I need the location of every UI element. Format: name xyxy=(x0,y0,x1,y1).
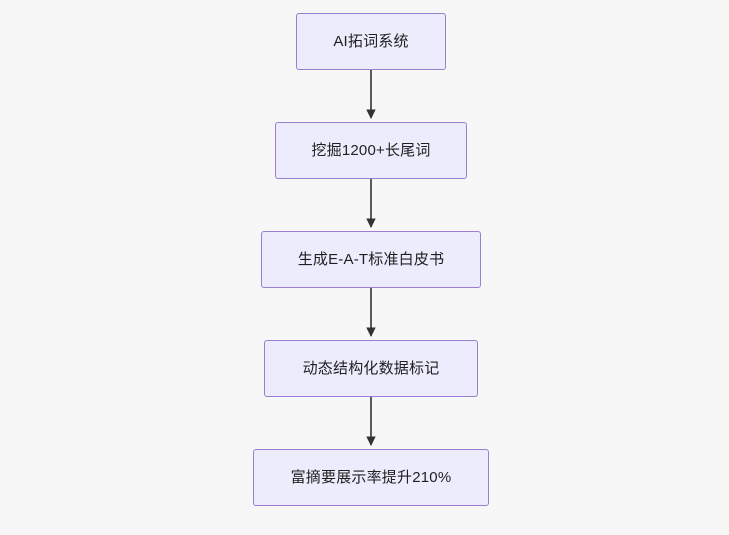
flow-node-label: AI拓词系统 xyxy=(333,33,409,50)
flow-node-rich-snippet-uplift[interactable]: 富摘要展示率提升210% xyxy=(253,449,489,506)
flow-node-label: 挖掘1200+长尾词 xyxy=(311,142,431,159)
flow-node-label: 富摘要展示率提升210% xyxy=(290,469,452,486)
flow-node-dynamic-structured-data[interactable]: 动态结构化数据标记 xyxy=(264,340,478,397)
flow-node-label: 动态结构化数据标记 xyxy=(302,360,440,377)
flow-node-generate-eat-whitepaper[interactable]: 生成E-A-T标准白皮书 xyxy=(261,231,481,288)
flow-node-label: 生成E-A-T标准白皮书 xyxy=(297,251,445,268)
flow-node-mine-longtail-keywords[interactable]: 挖掘1200+长尾词 xyxy=(275,122,467,179)
flow-node-ai-keyword-system[interactable]: AI拓词系统 xyxy=(296,13,446,70)
